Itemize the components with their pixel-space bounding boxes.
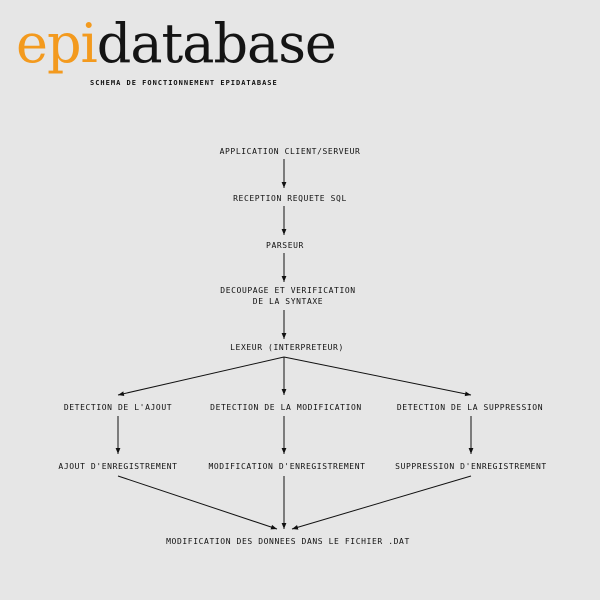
diagram-subtitle: SCHEMA DE FONCTIONNEMENT EPIDATABASE xyxy=(90,79,278,87)
node-application-client-serveur: APPLICATION CLIENT/SERVEUR xyxy=(219,147,361,156)
node-ajout-enregistrement: AJOUT D'ENREGISTREMENT xyxy=(58,462,178,471)
node-decoupage-verification: DECOUPAGE ET VERIFICATION DE LA SYNTAXE xyxy=(220,285,355,307)
arrow-ajout-to-final xyxy=(117,475,278,530)
node-decoupage-line1: DECOUPAGE ET VERIFICATION xyxy=(220,286,356,295)
logo-database-text: database xyxy=(96,12,337,75)
node-suppression-enregistrement: SUPPRESSION D'ENREGISTREMENT xyxy=(395,462,547,471)
node-modification-enregistrement: MODIFICATION D'ENREGISTREMENT xyxy=(208,462,366,471)
node-lexeur: LEXEUR (INTERPRETEUR) xyxy=(230,343,344,352)
arrow-lexeur-to-det-ajout xyxy=(117,356,285,397)
node-detection-suppression: DETECTION DE LA SUPPRESSION xyxy=(396,403,544,412)
node-reception-requete-sql: RECEPTION REQUETE SQL xyxy=(233,194,347,203)
node-decoupage-line2: DE LA SYNTAXE xyxy=(252,297,324,306)
node-parseur: PARSEUR xyxy=(266,241,304,250)
logo-epi-text: epi xyxy=(16,12,98,75)
arrow-lexeur-to-det-suppr xyxy=(283,356,472,397)
arrow-suppr-to-final xyxy=(291,475,472,530)
node-modification-fichier-dat: MODIFICATION DES DONNEES DANS LE FICHIER… xyxy=(166,537,410,546)
node-detection-ajout: DETECTION DE L'AJOUT xyxy=(63,403,173,412)
node-detection-modification: DETECTION DE LA MODIFICATION xyxy=(210,403,362,412)
epidatabase-logo: epidatabase xyxy=(16,12,337,75)
